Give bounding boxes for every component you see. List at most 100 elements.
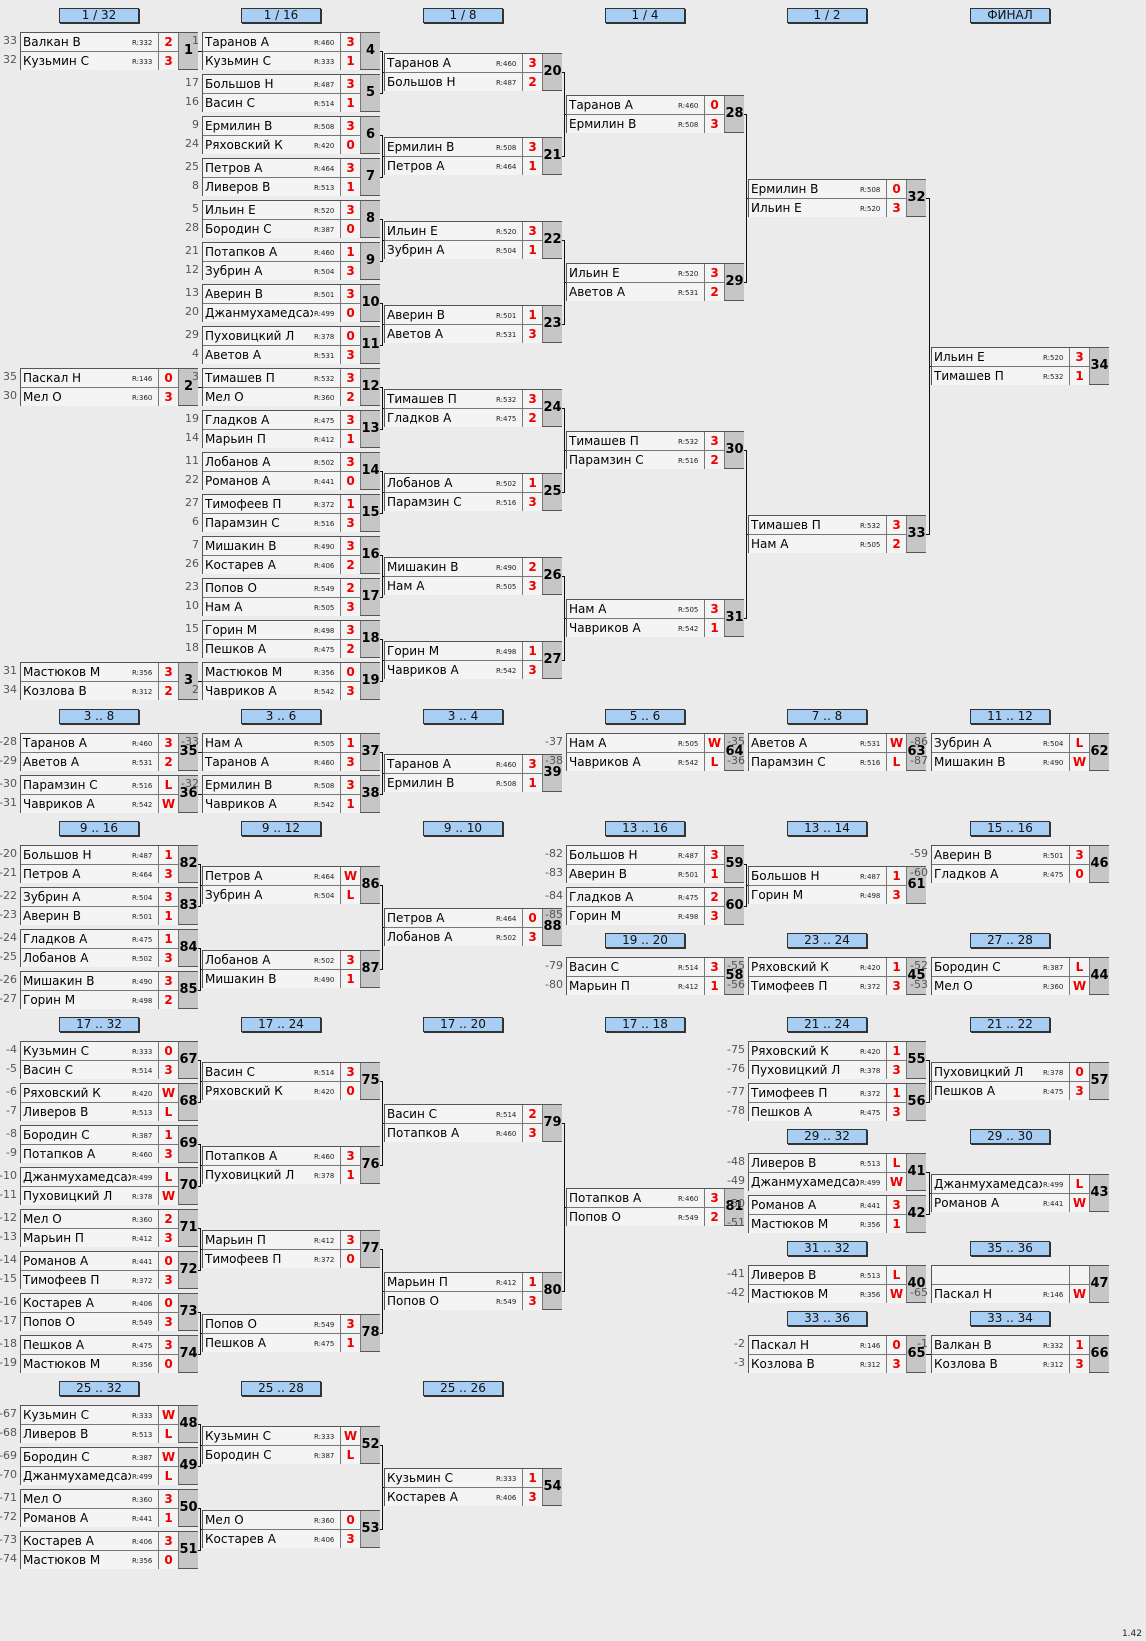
round-header[interactable]: 15 .. 16 — [970, 821, 1050, 836]
round-header[interactable]: 25 .. 26 — [423, 1381, 503, 1396]
round-header[interactable]: 21 .. 24 — [787, 1017, 867, 1032]
round-header[interactable]: 5 .. 6 — [605, 709, 685, 724]
round-header[interactable]: 9 .. 12 — [241, 821, 321, 836]
round-header[interactable]: 21 .. 22 — [970, 1017, 1050, 1032]
round-header[interactable]: 17 .. 18 — [605, 1017, 685, 1032]
round-header[interactable]: 17 .. 20 — [423, 1017, 503, 1032]
round-header[interactable]: 17 .. 24 — [241, 1017, 321, 1032]
round-header[interactable]: 1 / 2 — [787, 8, 867, 23]
round-header[interactable]: 31 .. 32 — [787, 1241, 867, 1256]
round-header[interactable]: 33 .. 36 — [787, 1311, 867, 1326]
round-header[interactable]: 25 .. 32 — [59, 1381, 139, 1396]
round-header[interactable]: 1 / 4 — [605, 8, 685, 23]
round-header[interactable]: 9 .. 16 — [59, 821, 139, 836]
